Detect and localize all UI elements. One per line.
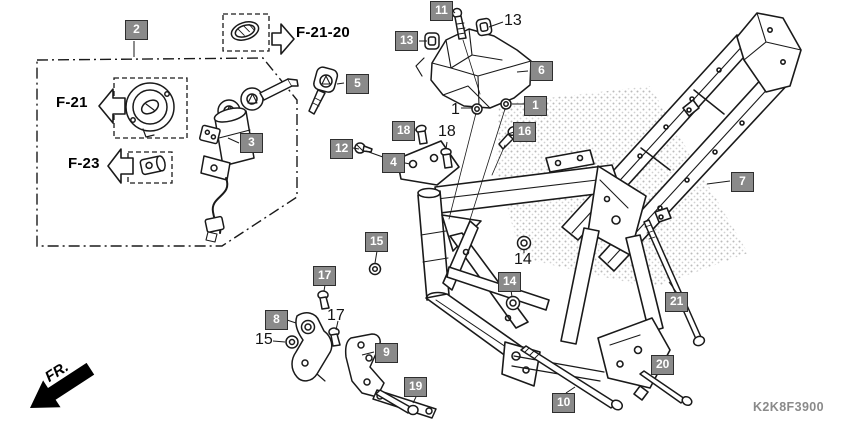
callout-box-2[interactable]: 2	[125, 20, 148, 40]
callout-box-14[interactable]: 14	[498, 272, 522, 292]
callout-box-20[interactable]: 20	[651, 355, 675, 375]
callout-box-9[interactable]: 9	[375, 343, 398, 363]
callout-box-3[interactable]: 3	[240, 133, 263, 153]
ref-arrow-left-f23-icon	[107, 148, 134, 184]
callout-box-10[interactable]: 10	[552, 393, 576, 413]
callout-label-15: 15	[255, 331, 273, 348]
callout-label-18: 18	[438, 123, 456, 140]
diagram-code: K2K8F3900	[753, 400, 825, 414]
ref-arrow-right-icon	[271, 23, 295, 55]
callout-box-15[interactable]: 15	[365, 232, 389, 252]
callout-label-13: 13	[504, 12, 522, 29]
callout-box-4[interactable]: 4	[382, 153, 405, 173]
callout-box-8[interactable]: 8	[265, 310, 288, 330]
callout-box-7[interactable]: 7	[731, 172, 754, 192]
callout-label-17: 17	[327, 307, 345, 324]
ref-arrow-left-f21-icon	[98, 88, 126, 124]
ref-link-f-21[interactable]: F-21	[56, 94, 88, 111]
callout-label-1: 1	[451, 101, 460, 118]
callout-label-14: 14	[514, 251, 532, 268]
callout-box-18[interactable]: 18	[392, 121, 416, 141]
callout-box-5[interactable]: 5	[346, 74, 369, 94]
callout-box-19[interactable]: 19	[404, 377, 428, 397]
callout-box-11[interactable]: 11	[430, 1, 453, 21]
callout-box-12[interactable]: 12	[330, 139, 354, 159]
callout-box-16[interactable]: 16	[513, 122, 537, 142]
ref-link-f-21-20[interactable]: F-21-20	[296, 24, 350, 41]
callout-box-6[interactable]: 6	[530, 61, 553, 81]
ref-link-f-23[interactable]: F-23	[68, 155, 100, 172]
frame-body-drawing	[396, 12, 802, 401]
callout-box-17[interactable]: 17	[313, 266, 337, 286]
callout-box-1[interactable]: 1	[524, 96, 547, 116]
callout-box-21[interactable]: 21	[665, 292, 689, 312]
callout-box-13[interactable]: 13	[395, 31, 419, 51]
